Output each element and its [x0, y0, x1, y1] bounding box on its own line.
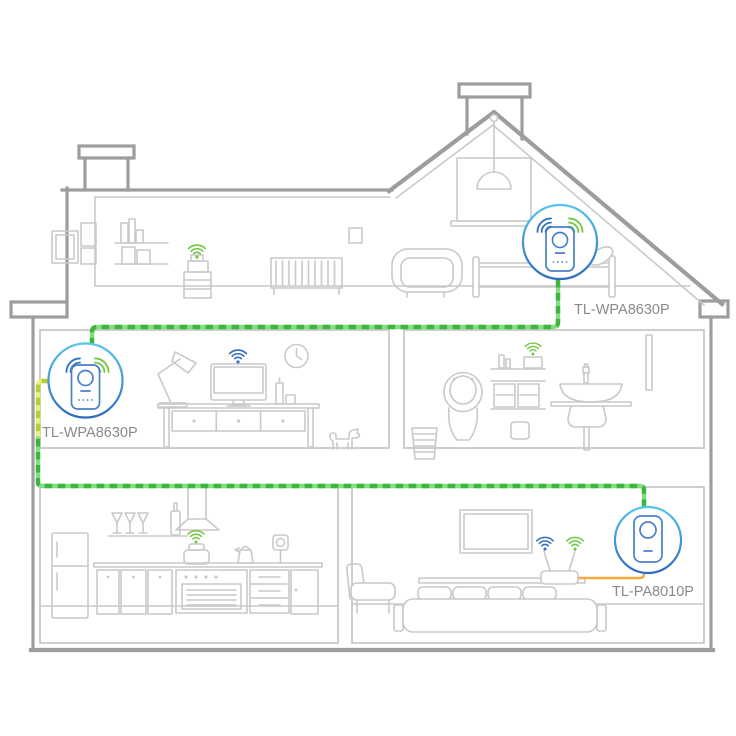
interior-structure: [39, 124, 705, 644]
label-living-extender: TL-WPA8630P: [42, 425, 138, 441]
wall-outlet: [272, 534, 289, 564]
printer: [187, 260, 209, 273]
wall-shelves: [114, 218, 169, 265]
device-attic-extender: [521, 203, 599, 281]
kitchen-counter: [93, 562, 323, 615]
pedestal-sink: [550, 363, 632, 451]
bathroom: [411, 334, 653, 460]
device-living-extender: [47, 342, 124, 419]
kettle: [234, 545, 254, 564]
powerline-connections: [35, 277, 647, 511]
left-eave: [9, 300, 69, 319]
cabinet-door: [120, 569, 147, 615]
router-body: [540, 570, 579, 585]
dog-figurine: [329, 428, 361, 450]
wifi-toaster: [183, 529, 210, 565]
powerline-ground-run: [35, 436, 647, 511]
wine-bottle: [170, 510, 181, 536]
printer-cabinet: [183, 271, 212, 299]
pillow: [417, 586, 452, 601]
cabinet-door: [96, 569, 120, 615]
left-chimney-cap: [77, 144, 136, 160]
cabinet-door: [290, 569, 319, 615]
wifi-tablet: [523, 356, 543, 369]
attic-bedroom: [391, 113, 616, 298]
desk-lamp: [157, 351, 197, 408]
flue-sill: [450, 220, 538, 227]
wifi-router: [536, 536, 646, 585]
bedroom-armchair: [346, 563, 396, 614]
pillow: [487, 586, 522, 601]
wifi-monitor: [210, 349, 267, 407]
kitchen-box: [39, 486, 339, 644]
candle-and-cup: [275, 377, 296, 405]
tv-stand-desk: [157, 403, 320, 448]
wifi-signal-icon: [524, 342, 542, 357]
attic-storage-room: [51, 218, 343, 299]
drawer-stack: [249, 569, 290, 614]
pendant-lamp: [476, 113, 512, 190]
toilet: [443, 371, 483, 441]
right-eave: [698, 299, 730, 319]
cabinet-door: [147, 569, 173, 615]
living-room: [157, 343, 361, 450]
ethernet-cable: [578, 571, 646, 580]
radiator: [270, 257, 343, 295]
wifi-signal-icon: [187, 529, 205, 545]
storage-box: [510, 421, 530, 440]
wall-tv: [459, 509, 533, 554]
pillow: [452, 586, 487, 601]
towel: [517, 383, 540, 408]
wall-clock: [284, 343, 309, 369]
powerline-attic-run: [89, 277, 561, 346]
attic-armchair: [391, 248, 463, 298]
device-bedroom-adapter: [613, 505, 683, 575]
wall-mirror: [645, 334, 653, 391]
pillow: [522, 586, 557, 601]
wifi-signal-icon: [566, 536, 584, 552]
router-antennas: [543, 550, 576, 572]
right-chimney-cap: [457, 82, 532, 99]
roof-inner-line: [395, 124, 705, 306]
wifi-signal-icon: [536, 536, 554, 552]
towel-shelf: [490, 342, 546, 440]
wifi-signal-icon: [228, 349, 248, 365]
label-attic-extender: TL-WPA8630P: [574, 302, 670, 318]
laundry-basket: [411, 427, 438, 460]
oven: [175, 569, 248, 614]
kitchen: [51, 486, 323, 619]
wifi-printer: [183, 244, 212, 299]
attic-bed: [472, 246, 616, 298]
device-labels: TL-WPA8630P TL-WPA8630P TL-PA8010P: [42, 302, 694, 600]
bathroom-box: [403, 329, 705, 449]
house-shell: [9, 82, 730, 653]
bed: [393, 577, 607, 633]
fridge: [51, 532, 89, 619]
picture-frames: [51, 222, 97, 265]
left-chimney-body: [83, 156, 130, 192]
right-chimney-body: [465, 95, 524, 141]
wall-vent: [348, 227, 363, 244]
towel: [493, 383, 516, 408]
wine-shelf: [108, 502, 188, 537]
gable-roof: [386, 109, 725, 307]
label-bedroom-adapter: TL-PA8010P: [612, 584, 694, 600]
bedroom: [346, 509, 607, 633]
headboard-shelf: [418, 577, 586, 584]
mattress: [402, 598, 598, 633]
extractor-hood: [175, 486, 220, 531]
